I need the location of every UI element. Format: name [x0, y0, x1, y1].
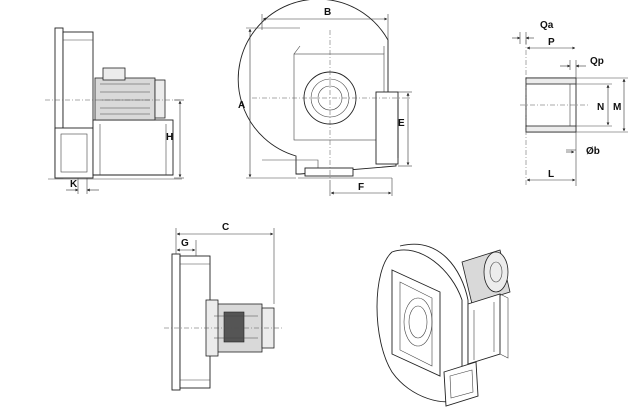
- plan-view: C G: [164, 222, 282, 391]
- dim-label-P: P: [548, 37, 555, 48]
- dim-label-N: N: [597, 102, 604, 113]
- outlet-flange-view: Qa P Qp N M Øb L: [512, 20, 628, 186]
- dim-label-B: B: [324, 7, 331, 18]
- dim-label-L: L: [548, 169, 554, 180]
- dim-label-A: A: [238, 100, 245, 111]
- front-view: B A E F: [237, 0, 412, 196]
- dim-label-Qp: Qp: [590, 56, 604, 67]
- side-view: H K: [45, 27, 184, 194]
- dim-label-Ob: Øb: [586, 146, 600, 157]
- dim-label-Qa: Qa: [540, 20, 554, 31]
- isometric-view: [376, 243, 511, 407]
- dim-label-C: C: [222, 222, 229, 233]
- dim-label-H: H: [166, 132, 173, 143]
- dim-label-M: M: [613, 102, 621, 113]
- dim-label-F: F: [358, 182, 364, 193]
- dim-label-K: K: [70, 179, 78, 190]
- dim-label-E: E: [398, 118, 405, 129]
- dim-label-G: G: [181, 238, 189, 249]
